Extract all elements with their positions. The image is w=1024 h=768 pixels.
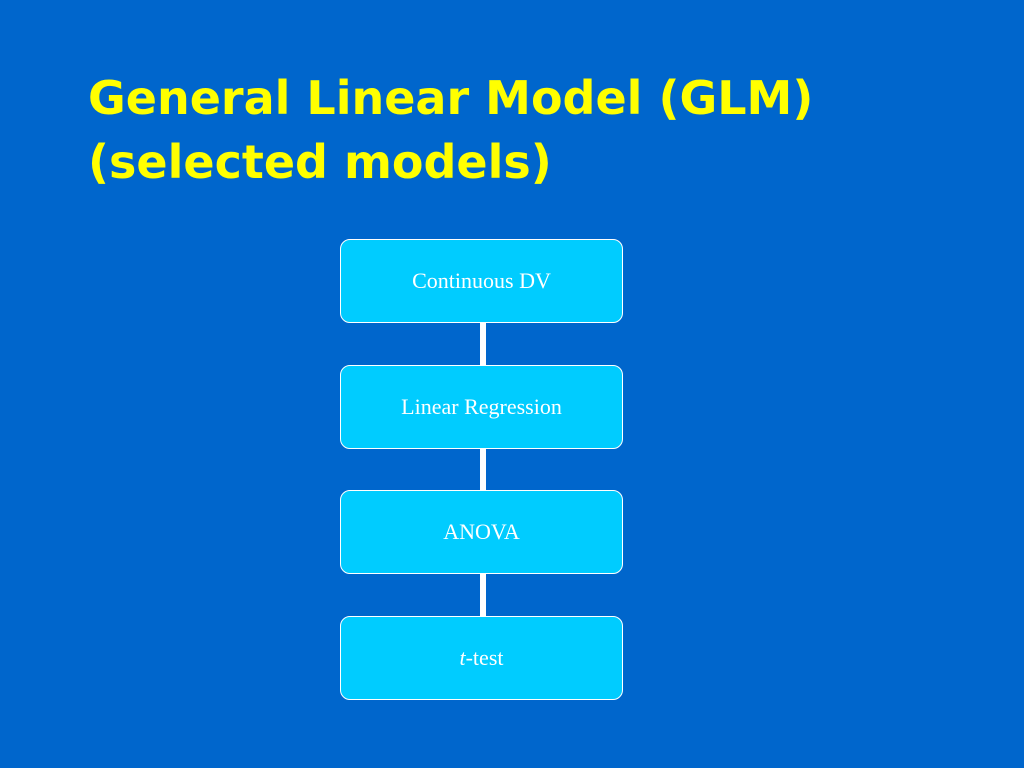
connector-line xyxy=(480,323,486,365)
node-label: Continuous DV xyxy=(412,268,551,293)
node-label: ANOVA xyxy=(443,519,520,544)
node-linear-regression: Linear Regression xyxy=(340,365,623,449)
connector-line xyxy=(480,574,486,616)
node-continuous-dv: Continuous DV xyxy=(340,239,623,323)
slide-title-line-1: General Linear Model (GLM) xyxy=(88,71,814,125)
node-t-test: t-test xyxy=(340,616,623,700)
slide-title: General Linear Model (GLM) (selected mod… xyxy=(88,66,968,194)
node-anova: ANOVA xyxy=(340,490,623,574)
node-label-rest: -test xyxy=(465,645,504,670)
node-label: Linear Regression xyxy=(401,394,562,419)
node-label: t-test xyxy=(459,645,503,671)
slide-title-line-2: (selected models) xyxy=(88,135,552,189)
node-label-italic: t xyxy=(459,645,466,670)
connector-line xyxy=(480,449,486,490)
